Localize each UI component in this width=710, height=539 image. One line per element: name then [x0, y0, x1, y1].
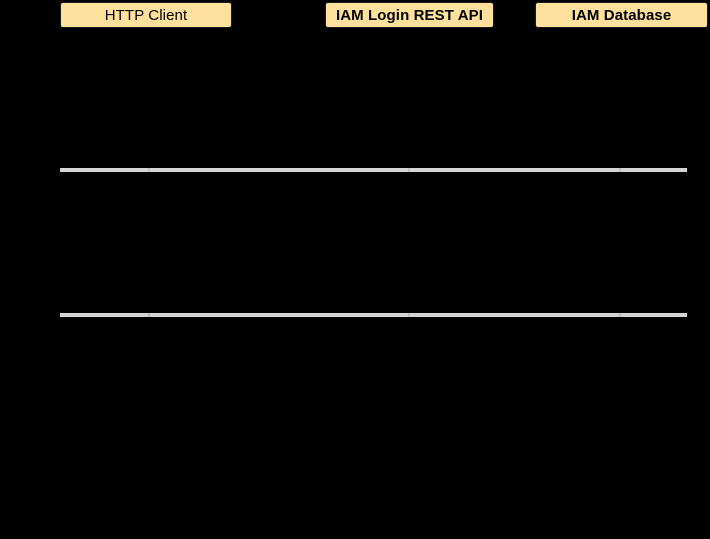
separator-bar-2: [60, 313, 687, 317]
participant-http-client[interactable]: HTTP Client: [60, 2, 232, 28]
participant-iam-database-label: IAM Database: [571, 6, 672, 24]
lifeline-http-client: [148, 28, 150, 539]
participant-iam-database[interactable]: IAM Database: [535, 2, 708, 28]
lifeline-notch-2-http-client: [148, 313, 150, 317]
participant-iam-login-rest-api[interactable]: IAM Login REST API: [325, 2, 494, 28]
lifeline-iam-database: [619, 28, 621, 539]
lifeline-iam-login-rest-api: [408, 28, 410, 539]
lifeline-notch-1-iam-database: [619, 168, 621, 172]
lifeline-notch-1-http-client: [148, 168, 150, 172]
participant-http-client-label: HTTP Client: [104, 6, 188, 24]
lifeline-notch-1-iam-login-rest-api: [408, 168, 410, 172]
lifeline-notch-2-iam-database: [619, 313, 621, 317]
lifeline-notch-2-iam-login-rest-api: [408, 313, 410, 317]
participant-iam-login-rest-api-label: IAM Login REST API: [335, 6, 484, 24]
separator-bar-1: [60, 168, 687, 172]
